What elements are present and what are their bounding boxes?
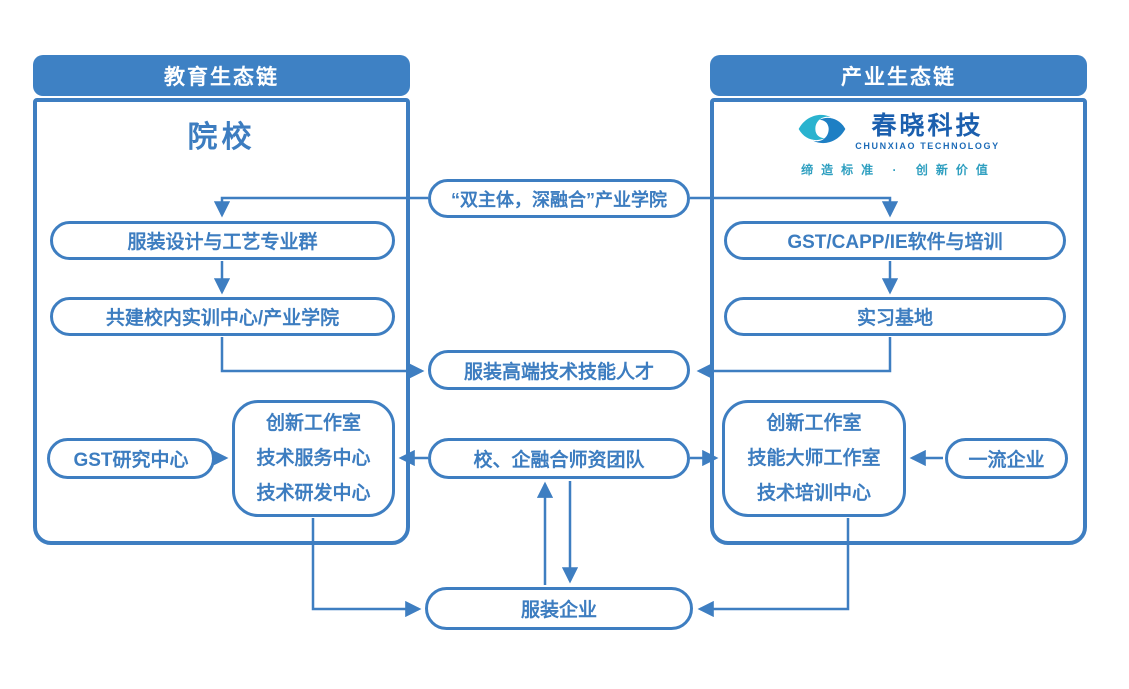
node-left-centers-line2: 技术服务中心 <box>256 448 371 469</box>
node-talent: 服装高端技术技能人才 <box>428 350 690 390</box>
college-title: 院校 <box>187 121 256 154</box>
node-right-centers-line1: 创新工作室 <box>766 413 862 434</box>
right-panel-header: 产业生态链 <box>710 55 1087 96</box>
node-major-group: 服装设计与工艺专业群 <box>50 221 395 260</box>
chunxiao-logo-subtitle: CHUNXIAO TECHNOLOGY <box>855 140 1000 151</box>
node-garment-enterprise: 服装企业 <box>425 587 693 630</box>
node-right-centers-line2: 技能大师工作室 <box>747 448 881 469</box>
chunxiao-logo-tagline: 缔造标准 · 创新价值 <box>801 163 996 177</box>
node-faculty-team: 校、企融合师资团队 <box>428 438 690 479</box>
node-left-centers-line3: 技术研发中心 <box>256 483 371 504</box>
chunxiao-logo: 春晓科技 CHUNXIAO TECHNOLOGY 缔造标准 · 创新价值 <box>710 110 1087 178</box>
node-left-centers-line1: 创新工作室 <box>265 413 361 434</box>
node-software-training: GST/CAPP/IE软件与培训 <box>724 221 1066 260</box>
node-top-enterprise: 一流企业 <box>945 438 1068 479</box>
node-right-centers: 创新工作室 技能大师工作室 技术培训中心 <box>722 400 906 517</box>
left-panel-header: 教育生态链 <box>33 55 410 96</box>
node-internship-base: 实习基地 <box>724 297 1066 336</box>
chunxiao-logo-icon <box>797 110 847 153</box>
node-gst-research: GST研究中心 <box>47 438 215 479</box>
node-right-centers-line3: 技术培训中心 <box>756 483 871 504</box>
node-left-centers: 创新工作室 技术服务中心 技术研发中心 <box>232 400 395 517</box>
chunxiao-logo-name: 春晓科技 <box>871 111 984 140</box>
node-training-center: 共建校内实训中心/产业学院 <box>50 297 395 336</box>
node-industry-college: “双主体，深融合”产业学院 <box>428 179 690 218</box>
